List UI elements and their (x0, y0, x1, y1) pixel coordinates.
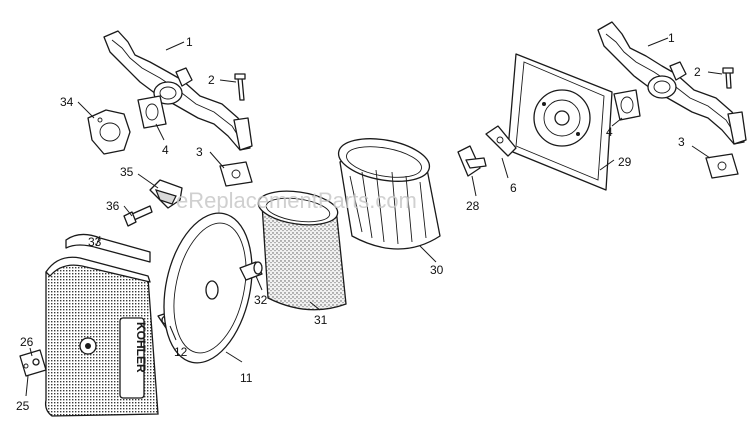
watermark-text: eReplacementParts.com (176, 188, 417, 213)
manifold-gasket-left (137, 95, 167, 129)
callout-11: 11 (240, 371, 253, 385)
bracket-part-6 (485, 125, 517, 157)
screw-part-36 (123, 205, 153, 227)
callout-25: 25 (16, 399, 30, 413)
leader-lines (25, 37, 723, 397)
callout-6: 6 (510, 181, 517, 195)
callout-4-right: 4 (606, 125, 613, 139)
callout-34: 34 (60, 95, 74, 109)
callout-labels: 1 2 34 4 3 35 36 33 26 25 12 11 32 31 30… (16, 31, 701, 413)
callout-28: 28 (466, 199, 480, 213)
manifold-gasket-right (613, 89, 641, 121)
air-cleaner-cover: KOHLER (44, 233, 159, 417)
element-cover-plate (163, 212, 253, 364)
bracket-part-35 (149, 179, 183, 209)
air-cleaner-base (507, 53, 613, 191)
callout-35: 35 (120, 165, 134, 179)
gasket-3-left (219, 161, 253, 187)
callout-26: 26 (20, 335, 34, 349)
callout-3-left: 3 (196, 145, 203, 159)
callout-29: 29 (618, 155, 632, 169)
intake-manifold-right (597, 21, 747, 145)
precleaner-foam (257, 190, 347, 311)
callout-1-left: 1 (186, 35, 193, 49)
elbow-part-34 (87, 109, 131, 155)
callout-4-left: 4 (162, 143, 169, 157)
bracket-part-28 (457, 145, 487, 177)
spacer-part-32 (239, 261, 263, 281)
callout-3-right: 3 (678, 135, 685, 149)
gasket-3-right (705, 153, 739, 179)
callout-30: 30 (430, 263, 444, 277)
callout-12: 12 (174, 345, 188, 359)
bolt-right (722, 67, 734, 89)
bolt-left (234, 73, 246, 101)
callout-36: 36 (106, 199, 120, 213)
brand-label: KOHLER (134, 322, 148, 373)
callout-1-right: 1 (668, 31, 675, 45)
callout-33: 33 (88, 235, 102, 249)
callout-2-left: 2 (208, 73, 215, 87)
clip-part-26 (19, 349, 47, 377)
callout-32: 32 (254, 293, 268, 307)
callout-31: 31 (314, 313, 328, 327)
callout-2-right: 2 (694, 65, 701, 79)
paper-element (337, 138, 441, 250)
intake-manifold-left (103, 30, 253, 151)
